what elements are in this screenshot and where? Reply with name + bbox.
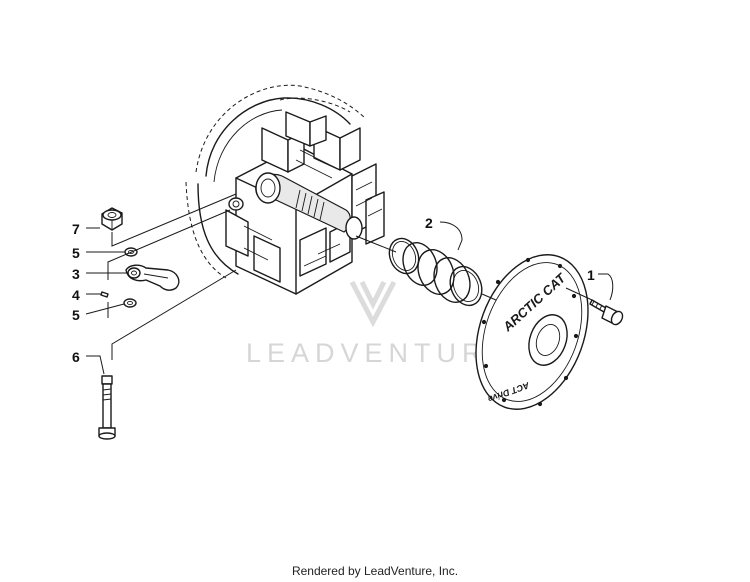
callout-5-lower: 5 bbox=[72, 307, 80, 323]
nut bbox=[101, 207, 123, 231]
callout-3: 3 bbox=[72, 266, 80, 282]
callout-labels: 2 1 7 5 3 4 5 6 bbox=[72, 215, 595, 365]
pin bbox=[100, 291, 109, 298]
watermark: LEADVENTURE bbox=[246, 280, 512, 368]
pivot-bolt bbox=[98, 375, 116, 440]
callout-7: 7 bbox=[72, 221, 80, 237]
leader-lines bbox=[85, 193, 614, 375]
footer-credit: Rendered by LeadVenture, Inc. bbox=[291, 564, 459, 578]
spring bbox=[388, 237, 483, 307]
watermark-text: LEADVENTURE bbox=[246, 338, 512, 368]
washer-lower bbox=[123, 298, 137, 308]
callout-4: 4 bbox=[72, 287, 80, 303]
clutch-body bbox=[185, 84, 385, 295]
cover-bolt bbox=[589, 299, 624, 326]
callout-1: 1 bbox=[587, 267, 595, 283]
arm-weight bbox=[125, 264, 180, 291]
callout-6: 6 bbox=[72, 349, 80, 365]
callout-2: 2 bbox=[425, 215, 433, 231]
cover-plate: ARCTIC CAT ACT Drive bbox=[475, 254, 589, 410]
watermark-logo-mark bbox=[349, 280, 397, 328]
callout-5-upper: 5 bbox=[72, 245, 80, 261]
